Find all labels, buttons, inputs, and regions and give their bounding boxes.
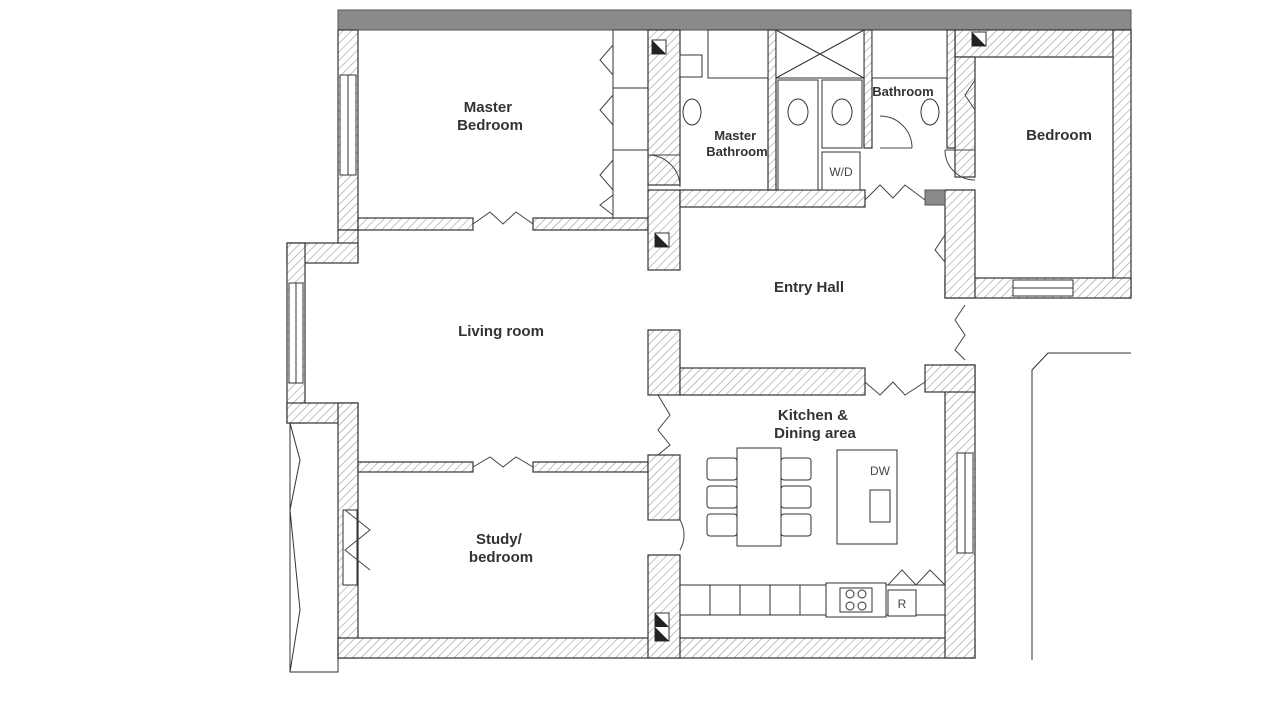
study-label: Study/ bedroom <box>469 531 533 566</box>
study-label-line2: bedroom <box>469 549 533 566</box>
hall-kitchen-wall <box>679 367 866 396</box>
master-bath-door[interactable] <box>647 154 681 188</box>
kitchen-label-line1: Kitchen & <box>778 407 848 424</box>
master-bedroom-label: Master Bedroom <box>457 99 523 134</box>
chair-r3 <box>780 513 812 537</box>
living-room-label: Living room <box>458 323 544 340</box>
shafts <box>651 31 987 642</box>
entry-column-mid <box>647 329 681 396</box>
kitchen-label: Kitchen & Dining area <box>774 407 856 442</box>
master-toilet <box>682 98 702 126</box>
exterior-lines <box>289 352 1131 673</box>
pantry-door[interactable] <box>887 569 946 586</box>
entry-hall-label: Entry Hall <box>774 279 844 296</box>
chair-l1 <box>706 457 738 481</box>
living-kitchen-door[interactable] <box>657 394 671 456</box>
master-living-wall-b <box>532 217 649 231</box>
closets <box>599 29 649 219</box>
bedroom-closet-door[interactable] <box>934 234 946 272</box>
entry-pillar <box>924 189 946 206</box>
master-shower <box>707 29 769 79</box>
study-label-line1: Study/ <box>476 531 523 548</box>
study-window-door[interactable] <box>344 509 371 571</box>
master-closet <box>612 29 649 219</box>
island-sink <box>869 489 891 523</box>
chair-r1 <box>780 457 812 481</box>
walls <box>286 9 1132 659</box>
bathroom-fixtures: W/D <box>679 29 948 191</box>
dining-table <box>736 447 782 547</box>
street-outline <box>1031 352 1131 660</box>
living-study-wall-a <box>357 461 474 473</box>
bath-toilet <box>920 98 940 126</box>
bathroom-label: Bathroom <box>872 84 933 99</box>
master-bedroom-label-line2: Bedroom <box>457 117 523 134</box>
refrigerator-label: R <box>898 597 907 611</box>
living-study-wall-b <box>532 461 649 473</box>
bedroom-label: Bedroom <box>1026 127 1092 144</box>
dishwasher-label: DW <box>870 464 891 478</box>
windows <box>288 74 1074 586</box>
bath-partition-3 <box>946 29 956 149</box>
master-bedroom-door[interactable] <box>472 211 534 225</box>
top-exterior-wall <box>337 9 1132 31</box>
hall-kitchen-wall-right <box>924 364 976 393</box>
washer-dryer-label: W/D <box>829 165 853 179</box>
study-closet-door[interactable] <box>650 519 685 551</box>
study-door[interactable] <box>472 456 534 468</box>
master-bedroom-label-line1: Master <box>464 99 513 116</box>
master-toilet-tank <box>679 54 703 78</box>
master-bathroom-label-line1: Master <box>714 128 756 143</box>
hall-top-wall <box>679 189 866 208</box>
balcony-outline <box>289 422 339 673</box>
chair-l3 <box>706 513 738 537</box>
kitchen-door[interactable] <box>864 381 926 396</box>
bedroom-door[interactable] <box>944 149 976 181</box>
master-bathroom-label: Master Bathroom <box>706 128 767 159</box>
kitchen-fixtures: DW R <box>679 447 946 618</box>
bedroom-window-door[interactable] <box>964 79 976 111</box>
bath-sink <box>831 98 853 126</box>
bath-partition-2 <box>863 29 873 149</box>
kitchen-left-column <box>647 454 681 521</box>
master-bathroom-label-line2: Bathroom <box>706 144 767 159</box>
washer-dryer <box>821 151 861 191</box>
bath-shower <box>871 29 948 79</box>
chair-l2 <box>706 485 738 509</box>
front-door[interactable] <box>954 304 966 361</box>
room-labels: Master Bedroom Master Bathroom Bathroom … <box>457 84 1092 566</box>
entry-column-upper <box>647 189 681 271</box>
master-vanity <box>777 79 819 191</box>
bath-partition-1 <box>767 29 777 191</box>
study-window <box>342 509 358 586</box>
entry-hall-door[interactable] <box>864 184 926 201</box>
kitchen-left-column-low <box>647 554 681 659</box>
chair-r2 <box>780 485 812 509</box>
master-living-wall-a <box>357 217 474 231</box>
bedroom-left-wall-lower <box>944 189 976 299</box>
refrigerator <box>887 589 917 617</box>
kitchen-label-line2: Dining area <box>774 425 856 442</box>
bedroom-right-wall <box>1112 29 1132 299</box>
bath-door[interactable] <box>879 115 913 149</box>
bedroom-left-wall <box>954 56 976 178</box>
master-sink <box>787 98 809 126</box>
doors <box>344 79 976 571</box>
bath-vanity <box>821 79 863 149</box>
